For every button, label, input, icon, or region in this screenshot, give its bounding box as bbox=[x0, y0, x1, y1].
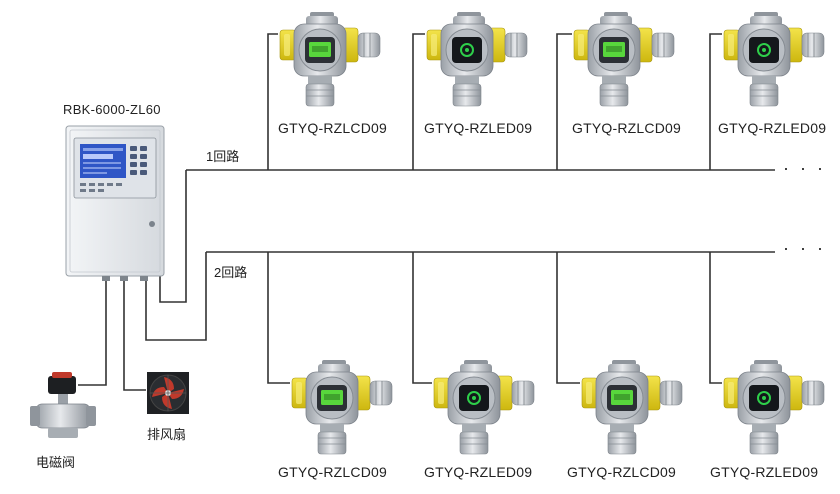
detector-top-3 bbox=[573, 11, 675, 107]
detector-bottom-4 bbox=[723, 359, 825, 455]
valve-feed bbox=[78, 276, 107, 386]
loop-1-feed bbox=[159, 170, 187, 303]
detector-top-4 bbox=[723, 11, 825, 107]
detector-bottom-2 bbox=[433, 359, 535, 455]
top-branch-1 bbox=[267, 33, 278, 170]
detector-bottom-1-label: GTYQ-RZLCD09 bbox=[278, 464, 387, 480]
bottom-branch-1 bbox=[267, 252, 290, 384]
detector-top-4-label: GTYQ-RZLED09 bbox=[718, 120, 827, 136]
exhaust-fan-icon bbox=[147, 372, 189, 414]
controller-model-label: RBK-6000-ZL60 bbox=[63, 102, 161, 117]
wiring bbox=[78, 33, 775, 391]
top-branch-4 bbox=[709, 33, 722, 170]
loop-2-continuation: · · · bbox=[783, 238, 826, 258]
detector-top-2-label: GTYQ-RZLED09 bbox=[424, 120, 533, 136]
bottom-branch-3 bbox=[556, 252, 580, 384]
bottom-branch-2 bbox=[412, 252, 432, 384]
detector-bottom-3-label: GTYQ-RZLCD09 bbox=[567, 464, 676, 480]
solenoid-valve-icon bbox=[30, 372, 96, 438]
valve-label: 电磁阀 bbox=[36, 455, 76, 470]
detector-top-1 bbox=[279, 11, 381, 107]
detector-bottom-2-label: GTYQ-RZLED09 bbox=[424, 464, 533, 480]
detector-top-3-label: GTYQ-RZLCD09 bbox=[572, 120, 681, 136]
cabinet-lock-icon bbox=[149, 221, 155, 227]
loop-1-label: 1回路 bbox=[206, 149, 240, 164]
controller-keypad bbox=[130, 146, 147, 175]
detector-top-2 bbox=[426, 11, 528, 107]
top-branch-2 bbox=[412, 33, 425, 170]
detector-bottom-1 bbox=[291, 359, 393, 455]
detector-bottom-4-label: GTYQ-RZLED09 bbox=[710, 464, 819, 480]
fan-feed bbox=[123, 276, 146, 391]
detector-top-1-label: GTYQ-RZLCD09 bbox=[278, 120, 387, 136]
detector-bottom-3 bbox=[581, 359, 683, 455]
top-branch-3 bbox=[556, 33, 572, 170]
fan-label: 排风扇 bbox=[147, 427, 187, 442]
loop-2-feed bbox=[145, 252, 207, 341]
controller-cabinet bbox=[65, 125, 165, 281]
loop-1-continuation: · · · bbox=[783, 158, 826, 178]
loop-2-label: 2回路 bbox=[214, 265, 248, 280]
bottom-branch-4 bbox=[709, 252, 722, 384]
